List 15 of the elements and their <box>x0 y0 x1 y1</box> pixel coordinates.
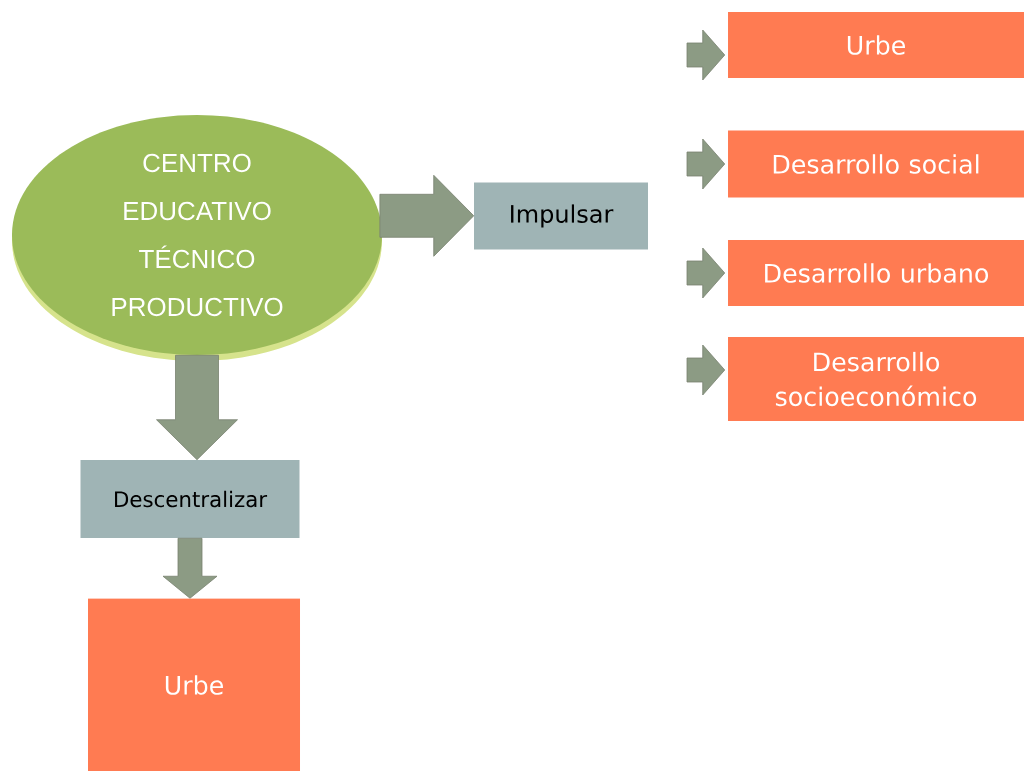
result-box: Desarrollo socioeconómico <box>728 337 1024 421</box>
block-arrow <box>686 247 726 299</box>
block-arrow <box>686 344 726 396</box>
result-box: Desarrollo social <box>728 130 1024 198</box>
block-arrow <box>686 138 726 190</box>
process-box: Impulsar <box>474 182 648 250</box>
result-box: Urbe <box>728 12 1024 78</box>
ellipse-node: CENTRO EDUCATIVO TÉCNICO PRODUCTIVO <box>12 115 382 361</box>
result-box: Desarrollo urbano <box>728 240 1024 306</box>
result-box: Urbe <box>88 598 300 771</box>
block-arrow <box>156 354 238 461</box>
block-arrow <box>162 537 218 599</box>
block-arrow <box>379 174 475 257</box>
block-arrow <box>686 29 726 81</box>
process-box: Descentralizar <box>80 460 300 538</box>
